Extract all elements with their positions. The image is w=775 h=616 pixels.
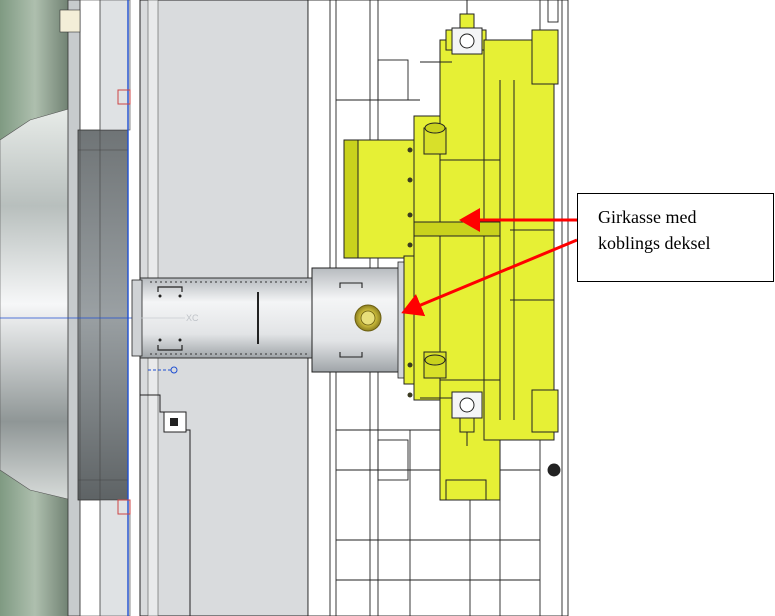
annotation-line-1: Girkasse med [598, 207, 697, 227]
coupling-housing [311, 261, 407, 379]
flywheel-disk [77, 129, 129, 501]
annotation-line-2: koblings deksel [598, 233, 711, 253]
axis-label-xc: XC [186, 313, 199, 323]
lifting-lugs [420, 0, 483, 446]
flywheel-cone [0, 107, 73, 501]
arrow-to-coupling-cover [401, 238, 578, 317]
annotation-arrows [401, 208, 578, 317]
flywheel-assembly [0, 0, 140, 616]
drive-shaft: XC [131, 277, 313, 374]
annotation-callout-box: Girkasse med koblings deksel [577, 193, 774, 282]
